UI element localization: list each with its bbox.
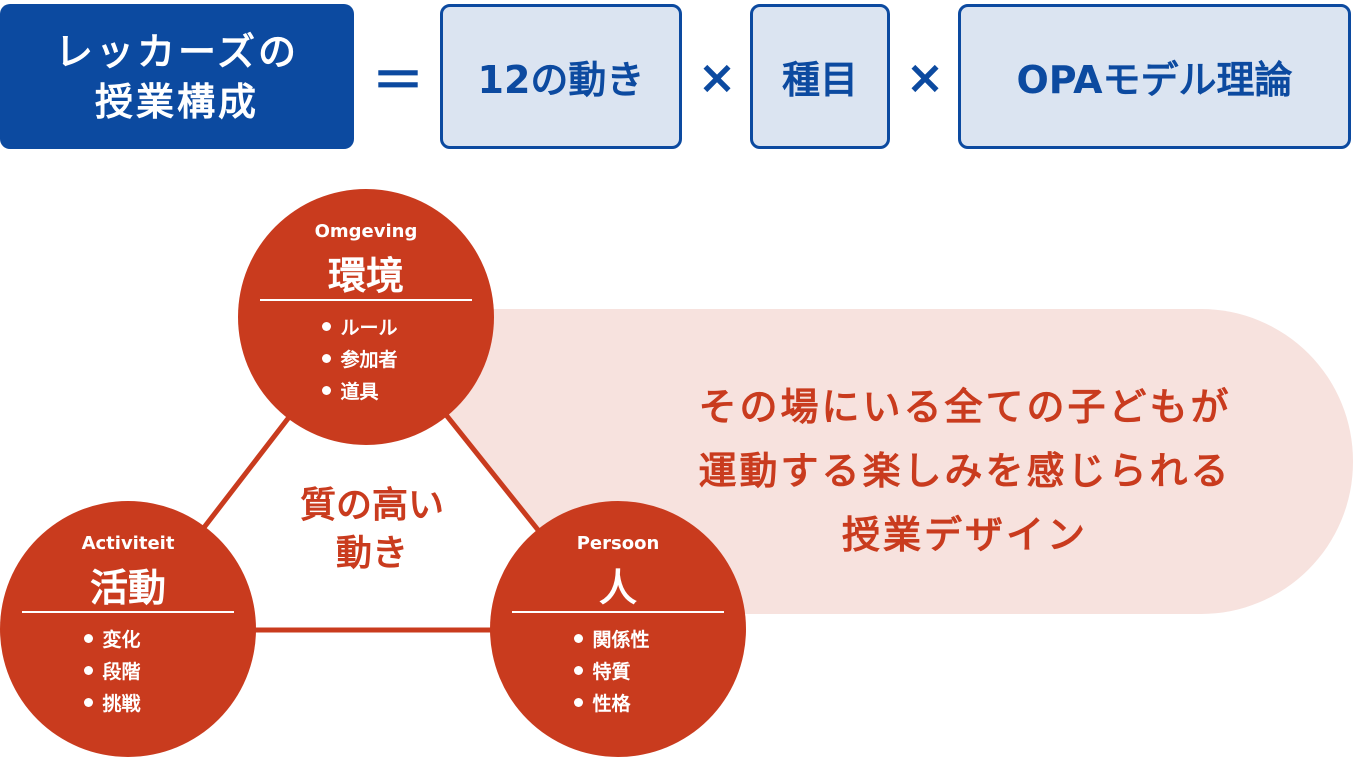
- list-item: 関係性: [490, 624, 746, 656]
- component-box-opa-model: OPAモデル理論: [958, 4, 1351, 149]
- node-item-list: ルール 参加者 道具: [238, 312, 494, 408]
- node-japanese-label: 環境: [327, 254, 404, 298]
- list-item: 変化: [0, 624, 256, 656]
- list-item: 道具: [238, 376, 494, 408]
- omgeving-circle: Omgeving 環境 ルール 参加者 道具: [238, 189, 494, 445]
- times-sign: ×: [697, 49, 737, 104]
- component-label: OPAモデル理論: [1016, 58, 1293, 102]
- bullet-icon: [321, 354, 331, 363]
- divider: [512, 611, 724, 613]
- bullet-icon: [573, 634, 583, 643]
- node-item-list: 変化 段階 挑戦: [0, 624, 256, 720]
- bullet-icon: [83, 634, 93, 643]
- node-english-label: Omgeving: [314, 221, 418, 242]
- equals-sign: ＝: [371, 52, 424, 112]
- title-line-1: レッカーズの: [54, 29, 300, 74]
- component-box-sport: 種目: [750, 4, 890, 149]
- node-english-label: Persoon: [576, 533, 660, 554]
- title-line-2: 授業構成: [94, 79, 259, 124]
- list-item: ルール: [238, 312, 494, 344]
- bullet-icon: [321, 322, 331, 331]
- bullet-icon: [83, 666, 93, 675]
- node-english-label: Activiteit: [81, 533, 175, 554]
- bullet-icon: [573, 698, 583, 707]
- node-item-list: 関係性 特質 性格: [490, 624, 746, 720]
- component-label: 種目: [781, 58, 858, 102]
- title-box: レッカーズの 授業構成: [0, 4, 354, 149]
- activiteit-circle: Activiteit 活動 変化 段階 挑戦: [0, 501, 256, 757]
- times-sign: ×: [905, 49, 945, 104]
- center-line-2: 動き: [335, 533, 408, 574]
- list-item: 性格: [490, 688, 746, 720]
- message-line-2: 運動する楽しみを感じられる: [698, 449, 1232, 493]
- list-item: 段階: [0, 656, 256, 688]
- component-label: 12の動き: [477, 58, 645, 102]
- message-line-1: その場にいる全ての子どもが: [698, 385, 1232, 429]
- triangle-shape: [122, 313, 621, 633]
- bullet-icon: [321, 386, 331, 395]
- center-line-1: 質の高い: [299, 485, 444, 526]
- message-line-3: 授業デザイン: [841, 513, 1088, 557]
- divider: [260, 299, 472, 301]
- node-japanese-label: 人: [598, 566, 637, 610]
- node-japanese-label: 活動: [89, 566, 166, 610]
- list-item: 特質: [490, 656, 746, 688]
- component-box-12-moves: 12の動き: [440, 4, 682, 149]
- message-text: その場にいる全ての子どもが 運動する楽しみを感じられる 授業デザイン: [580, 375, 1350, 567]
- list-item: 参加者: [238, 344, 494, 376]
- list-item: 挑戦: [0, 688, 256, 720]
- divider: [22, 611, 234, 613]
- bullet-icon: [573, 666, 583, 675]
- persoon-circle: Persoon 人 関係性 特質 性格: [490, 501, 746, 757]
- bullet-icon: [83, 698, 93, 707]
- center-label: 質の高い 動き: [282, 482, 462, 578]
